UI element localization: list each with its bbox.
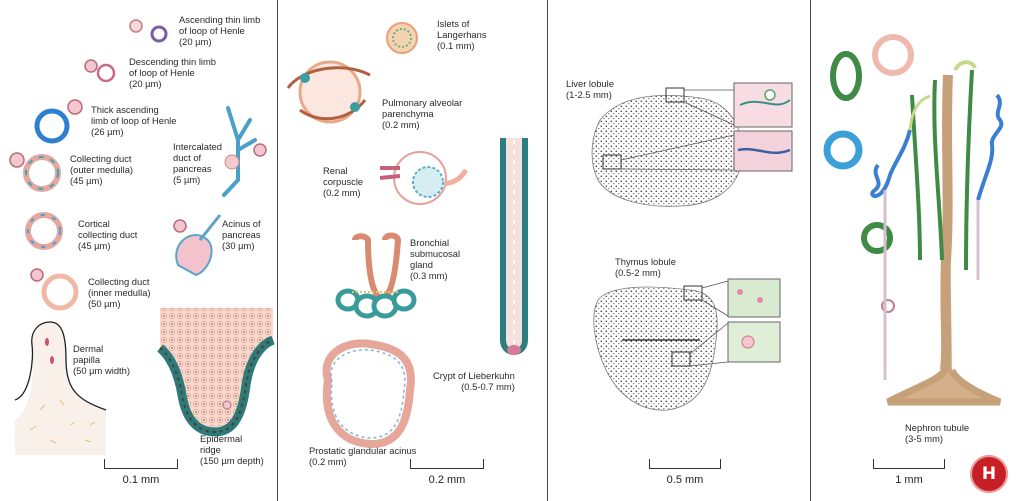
liver-lobule-drawing: [592, 83, 792, 206]
scale-bar-label: 0.2 mm: [410, 474, 484, 486]
scale-bar-line: [649, 458, 721, 469]
label-epidermal-ridge: Epidermal ridge (150 µm depth): [200, 433, 264, 466]
label-title: Acinus of pancreas: [222, 218, 261, 240]
label-title: Ascending thin limb of loop of Henle: [179, 14, 260, 36]
label-renal-corpuscle: Renal corpuscle (0.2 mm): [323, 165, 363, 198]
label-prostatic-acinus: Prostatic glandular acinus (0.2 mm): [309, 445, 416, 467]
label-title: Prostatic glandular acinus: [309, 445, 416, 456]
label-pulmonary-alveolar: Pulmonary alveolar parenchyma (0.2 mm): [382, 97, 462, 130]
label-liver-lobule: Liver lobule (1-2.5 mm): [566, 78, 614, 100]
logo-letter: H: [970, 455, 1008, 493]
label-title: Liver lobule: [566, 78, 614, 89]
acinus-drawing: [174, 215, 220, 275]
label-dimension: (50 µm width): [73, 365, 130, 376]
label-dimension: (45 µm): [78, 240, 137, 251]
label-dimension: (20 µm): [129, 78, 216, 89]
label-title: Nephron tubule: [905, 422, 969, 433]
intercalated-duct-drawing: [224, 108, 266, 195]
label-title: Pulmonary alveolar parenchyma: [382, 97, 462, 119]
prostatic-acinus-drawing: [326, 343, 410, 444]
label-collecting-duct-inner: Collecting duct (inner medulla) (50 µm): [88, 276, 151, 309]
islets-drawing: [387, 23, 417, 53]
scale-bar-label: 0.1 mm: [104, 474, 178, 486]
renal-corpuscle-drawing: [380, 152, 466, 204]
scale-bar-line: [104, 458, 178, 469]
label-dermal-papilla: Dermal papilla (50 µm width): [73, 343, 130, 376]
label-ascending-thin-limb: Ascending thin limb of loop of Henle (20…: [179, 14, 260, 47]
label-title: Descending thin limb of loop of Henle: [129, 56, 216, 78]
alveolar-parenchyma-drawing: [288, 62, 370, 122]
scale-bar-line: [873, 458, 945, 469]
label-dimension: (0.5-0.7 mm): [433, 381, 515, 392]
label-title: Epidermal ridge: [200, 433, 264, 455]
label-title: Dermal papilla: [73, 343, 130, 365]
scale-bar-panel1: 0.1 mm: [104, 458, 178, 486]
scale-bar-panel4: 1 mm: [873, 458, 945, 486]
label-acinus-of-pancreas: Acinus of pancreas (30 µm): [222, 218, 261, 251]
label-dimension: (0.1 mm): [437, 40, 487, 51]
label-title: Thymus lobule: [615, 256, 676, 267]
thick-ascending-limb-drawing: [37, 100, 82, 141]
label-thick-ascending-limb: Thick ascending limb of loop of Henle (2…: [91, 104, 176, 137]
label-dimension: (0.2 mm): [323, 187, 363, 198]
label-dimension: (26 µm): [91, 126, 176, 137]
scale-bar-panel3: 0.5 mm: [649, 458, 721, 486]
label-dimension: (0.5-2 mm): [615, 267, 676, 278]
label-intercalated-duct: Intercalated duct of pancreas (5 µm): [173, 141, 222, 185]
scale-bar-line: [410, 458, 484, 469]
label-title: Cortical collecting duct: [78, 218, 137, 240]
dermal-papilla-drawing: [15, 322, 106, 455]
label-dimension: (0.3 mm): [410, 270, 460, 281]
label-dimension: (5 µm): [173, 174, 222, 185]
label-title: Intercalated duct of pancreas: [173, 141, 222, 174]
epidermal-ridge-drawing: [160, 308, 273, 432]
label-dimension: (3-5 mm): [905, 433, 969, 444]
label-dimension: (0.2 mm): [382, 119, 462, 130]
label-cortical-collecting-duct: Cortical collecting duct (45 µm): [78, 218, 137, 251]
cortical-collecting-duct-drawing: [28, 215, 60, 247]
label-crypt-of-lieberkuhn: Crypt of Lieberkuhn (0.5-0.7 mm): [433, 370, 515, 392]
nephron-sections-drawing: [827, 37, 911, 312]
label-bronchial-gland: Bronchial submucosal gland (0.3 mm): [410, 237, 460, 281]
label-islets-of-langerhans: Islets of Langerhans (0.1 mm): [437, 18, 487, 51]
collecting-duct-outer-drawing: [10, 153, 58, 189]
crypt-of-lieberkuhn-drawing: [503, 138, 525, 355]
label-title: Bronchial submucosal gland: [410, 237, 460, 270]
label-title: Thick ascending limb of loop of Henle: [91, 104, 176, 126]
brand-logo: H: [970, 455, 1008, 493]
label-dimension: (1-2.5 mm): [566, 89, 614, 100]
label-title: Crypt of Lieberkuhn: [433, 370, 515, 381]
label-nephron-tubule: Nephron tubule (3-5 mm): [905, 422, 969, 444]
bronchial-gland-drawing: [338, 236, 414, 317]
descending-thin-limb-drawing: [85, 60, 114, 81]
scale-bar-panel2: 0.2 mm: [410, 458, 484, 486]
label-title: Collecting duct (outer medulla): [70, 153, 133, 175]
label-thymus-lobule: Thymus lobule (0.5-2 mm): [615, 256, 676, 278]
label-dimension: (0.2 mm): [309, 456, 416, 467]
label-title: Renal corpuscle: [323, 165, 363, 187]
label-title: Collecting duct (inner medulla): [88, 276, 151, 298]
scale-bar-label: 1 mm: [873, 474, 945, 486]
collecting-duct-inner-drawing: [31, 269, 76, 308]
label-collecting-duct-outer: Collecting duct (outer medulla) (45 µm): [70, 153, 133, 186]
scale-bar-label: 0.5 mm: [649, 474, 721, 486]
label-dimension: (150 µm depth): [200, 455, 264, 466]
label-dimension: (30 µm): [222, 240, 261, 251]
label-title: Islets of Langerhans: [437, 18, 487, 40]
thymus-lobule-drawing: [594, 279, 780, 410]
ascending-thin-limb-drawing: [130, 20, 166, 41]
label-dimension: (20 µm): [179, 36, 260, 47]
label-descending-thin-limb: Descending thin limb of loop of Henle (2…: [129, 56, 216, 89]
label-dimension: (45 µm): [70, 175, 133, 186]
label-dimension: (50 µm): [88, 298, 151, 309]
